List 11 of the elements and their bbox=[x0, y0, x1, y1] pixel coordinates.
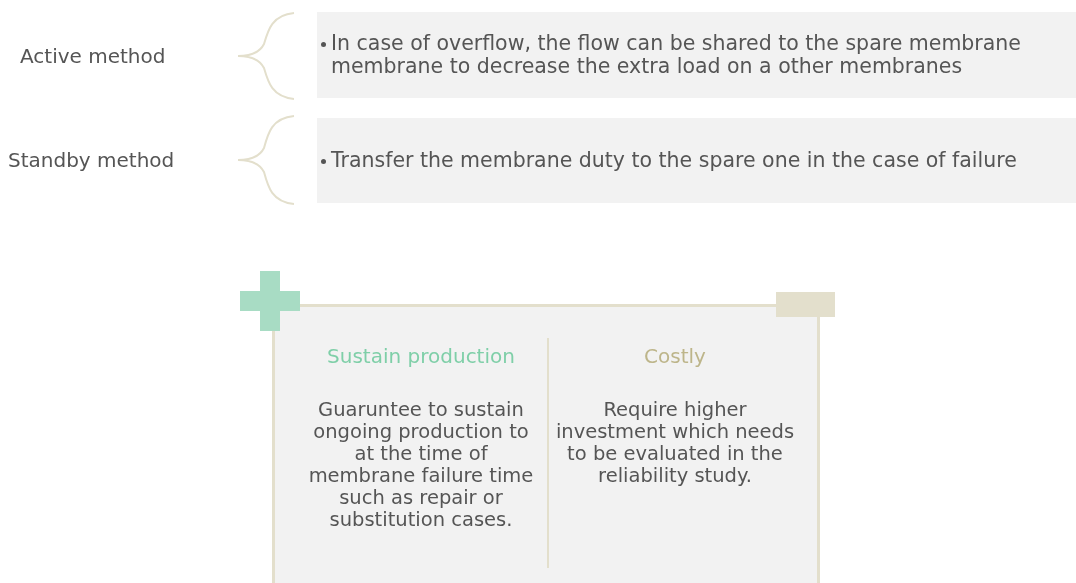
column-heading: Costly bbox=[643, 345, 707, 367]
method-label: Active method bbox=[20, 44, 166, 68]
column-text: Guaruntee to sustain ongoing production to at the time of membrane failure time such as repair or substitution cases. bbox=[307, 399, 535, 531]
column-heading: Sustain production bbox=[326, 345, 516, 367]
column-text: Require higher investment which needs to be evaluated in the reliability study. bbox=[555, 399, 795, 487]
description-text: In case of overflow, the flow can be shared to the spare membrane membrane to decrease the extra load on a other membranes bbox=[331, 32, 1022, 78]
description-text: Transfer the membrane duty to the spare one in the case of failure bbox=[331, 149, 1017, 172]
card-background bbox=[272, 304, 820, 583]
text-box bbox=[317, 118, 1076, 203]
text-box bbox=[317, 12, 1076, 98]
method-label: Standby method bbox=[8, 148, 175, 172]
